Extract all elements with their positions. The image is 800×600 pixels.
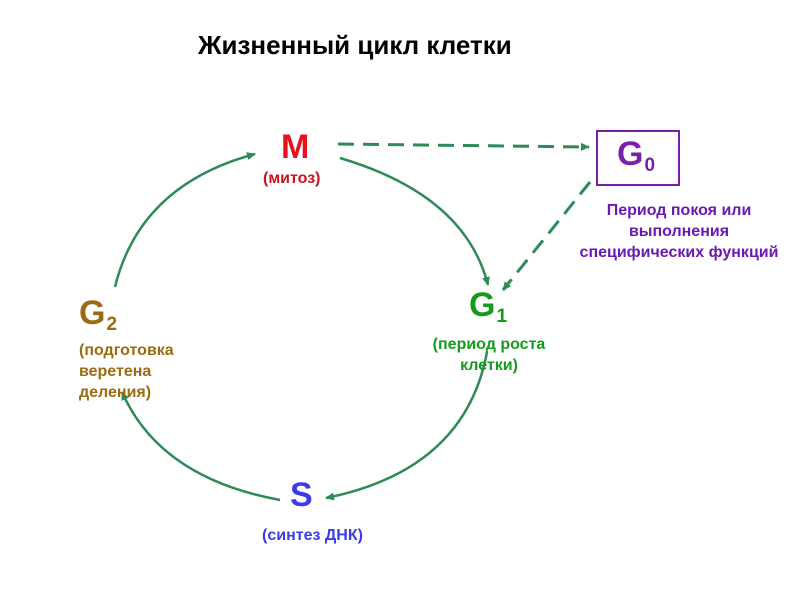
arrow-m-to-g0 xyxy=(337,142,590,151)
phase-g1-description: (период роста клетки) xyxy=(432,336,546,374)
arrow-s-to-g2 xyxy=(120,391,281,502)
phase-g1-label: G1 xyxy=(469,286,508,327)
phase-m-label: M xyxy=(281,128,310,166)
phase-s-description: (синтез ДНК) xyxy=(262,527,363,544)
arrow-g1-to-s xyxy=(325,351,489,501)
phase-g0-label: G0 xyxy=(617,135,656,176)
phase-g0-description: Период покоя или выполнения специфически… xyxy=(579,202,779,261)
arrow-g2-to-m xyxy=(113,152,256,288)
phase-m-description: (митоз) xyxy=(263,170,321,187)
arrow-g0-to-g1 xyxy=(501,181,592,291)
phase-g0-box xyxy=(596,130,680,186)
phase-g2-label: G2 xyxy=(79,294,118,335)
phase-g2-description: (подготовка веретена деления) xyxy=(79,342,174,401)
arrow-m-to-g1 xyxy=(339,156,490,286)
phase-s-label: S xyxy=(290,476,313,514)
diagram-title: Жизненный цикл клетки xyxy=(198,30,512,60)
